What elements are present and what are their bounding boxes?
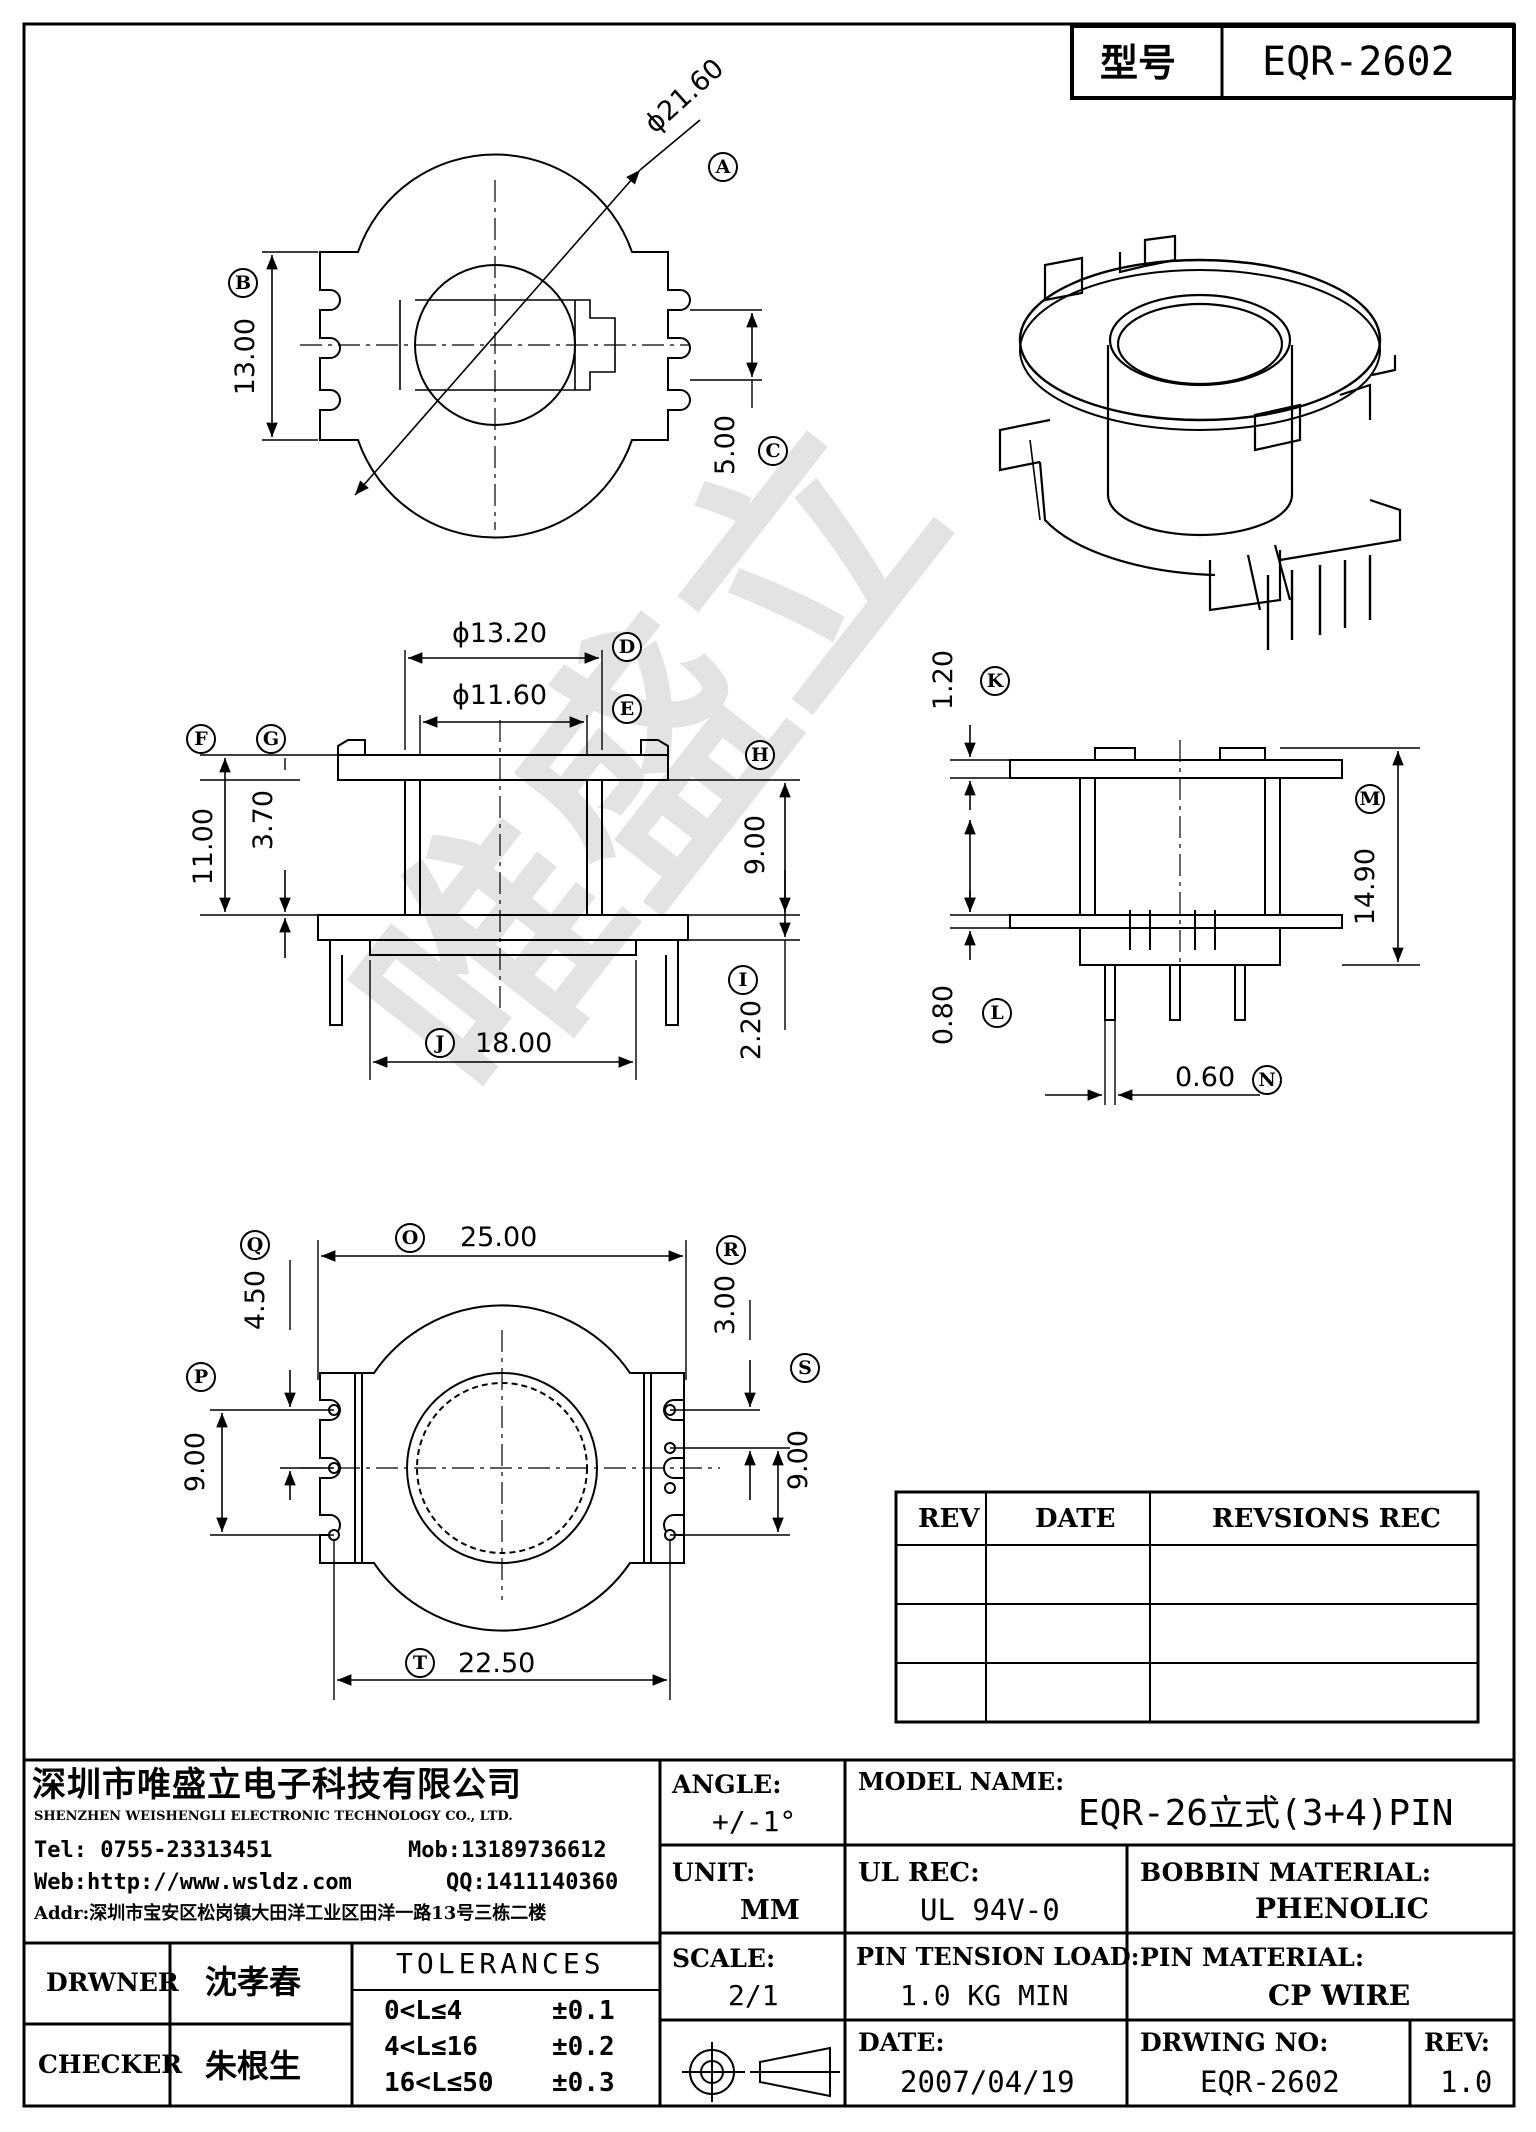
rev-value: 1.0	[1440, 2065, 1493, 2099]
company-qq: QQ:1411140360	[446, 1870, 619, 1895]
dim-r-bubble: R	[716, 1235, 746, 1265]
company-name-en: SHENZHEN WEISHENGLI ELECTRONIC TECHNOLOG…	[34, 1809, 513, 1824]
tol-val-2: ±0.2	[552, 2032, 615, 2062]
company-web: Web:http://www.wsldz.com	[34, 1870, 352, 1895]
ul-value: UL 94V-0	[920, 1893, 1060, 1927]
tension-label: PIN TENSION LOAD:	[856, 1942, 1140, 1971]
dim-b-value: 13.00	[230, 318, 261, 396]
bobbin-label: BOBBIN MATERIAL:	[1140, 1858, 1431, 1887]
revision-table-grid	[894, 1490, 1480, 1724]
dim-g-value: 3.70	[248, 790, 279, 851]
dim-h-bubble: H	[745, 740, 775, 770]
company-tel: Tel: 0755-23313451	[34, 1838, 273, 1863]
projection-symbol	[682, 2042, 840, 2102]
dim-n-bubble: N	[1252, 1065, 1282, 1095]
dim-h-value: 9.00	[740, 815, 771, 876]
ul-label: UL REC:	[858, 1858, 980, 1888]
dim-k-value: 1.20	[928, 650, 959, 711]
side-view	[950, 725, 1420, 1105]
model-name-value: EQR-26立式(3+4)PIN	[1078, 1793, 1454, 1834]
rev-header-rev: REV	[918, 1504, 980, 1534]
dim-l-value: 0.80	[928, 985, 959, 1046]
dim-s-bubble: S	[790, 1353, 820, 1383]
dim-o-value: 25.00	[460, 1222, 538, 1253]
dim-f-value: 11.00	[188, 808, 219, 886]
tol-range-3: 16<L≤50	[384, 2068, 494, 2098]
top-view	[262, 119, 762, 539]
front-view	[200, 650, 800, 1080]
dim-i-value: 2.20	[736, 1000, 767, 1061]
isometric-view	[998, 234, 1402, 650]
unit-label: UNIT:	[672, 1858, 756, 1887]
company-mob: Mob:13189736612	[408, 1838, 607, 1863]
dim-t-value: 22.50	[458, 1648, 536, 1679]
dim-n-value: 0.60	[1175, 1062, 1236, 1093]
model-label: 型号	[1100, 40, 1177, 85]
dim-c-bubble: C	[758, 436, 788, 466]
dim-d-bubble: D	[612, 632, 642, 662]
rev-label: REV:	[1424, 2028, 1490, 2057]
scale-value: 2/1	[728, 1979, 779, 2012]
dim-k-bubble: K	[980, 666, 1010, 696]
company-addr: Addr:深圳市宝安区松岗镇大田洋工业区田洋一路13号三栋二楼	[34, 1903, 547, 1924]
tol-range-1: 0<L≤4	[384, 1996, 463, 2026]
model-value: EQR-2602	[1262, 39, 1455, 85]
dim-j-bubble: J	[425, 1028, 455, 1058]
dim-a-bubble: A	[708, 152, 738, 182]
dim-p-bubble: P	[186, 1362, 216, 1392]
drwno-value: EQR-2602	[1200, 2065, 1340, 2099]
sheet-border	[22, 22, 1516, 2108]
dim-l-bubble: L	[982, 998, 1012, 1028]
tol-val-3: ±0.3	[552, 2068, 615, 2098]
drawer-label: DRWNER	[46, 1968, 179, 1997]
date-value: 2007/04/19	[900, 2065, 1075, 2099]
tol-val-1: ±0.1	[552, 1996, 615, 2026]
bobbin-value: PHENOLIC	[1255, 1892, 1429, 1925]
dim-c-value: 5.00	[710, 415, 741, 476]
drawer-name: 沈孝春	[205, 1963, 302, 2001]
dim-t-bubble: T	[405, 1648, 435, 1678]
scale-label: SCALE:	[672, 1944, 776, 1973]
dim-b-bubble: B	[228, 268, 258, 298]
tol-range-2: 4<L≤16	[384, 2032, 478, 2062]
pin-label: PIN MATERIAL:	[1140, 1943, 1365, 1972]
dim-i-bubble: I	[728, 965, 758, 995]
dim-s-value: 9.00	[783, 1430, 814, 1491]
model-box	[1070, 24, 1516, 100]
dim-f-bubble: F	[186, 724, 216, 754]
tension-value: 1.0 KG MIN	[900, 1979, 1069, 2012]
dim-e-value: ϕ11.60	[452, 680, 548, 711]
drwno-label: DRWING NO:	[1140, 2028, 1329, 2057]
checker-name: 朱根生	[205, 2047, 302, 2085]
rev-header-rec: REVSIONS REC	[1212, 1504, 1441, 1534]
dim-g-bubble: G	[256, 724, 286, 754]
dim-m-bubble: M	[1355, 784, 1385, 814]
dim-p-value: 9.00	[180, 1432, 211, 1493]
date-label: DATE:	[858, 2028, 945, 2057]
rev-header-date: DATE	[1035, 1504, 1116, 1534]
checker-label: CHECKER	[38, 2050, 183, 2079]
dim-q-bubble: Q	[240, 1230, 270, 1260]
dim-o-bubble: O	[395, 1223, 425, 1253]
dim-m-value: 14.90	[1350, 848, 1381, 926]
pin-value: CP WIRE	[1268, 1979, 1411, 2012]
dim-d-value: ϕ13.20	[452, 618, 548, 649]
dim-q-value: 4.50	[240, 1270, 271, 1331]
dim-j-value: 18.00	[475, 1028, 553, 1059]
dim-r-value: 3.00	[710, 1275, 741, 1336]
bottom-view	[210, 1240, 790, 1700]
model-name-label: MODEL NAME:	[858, 1767, 1065, 1796]
company-name-cn: 深圳市唯盛立电子科技有限公司	[32, 1765, 522, 1805]
angle-value: +/-1°	[712, 1805, 797, 1838]
tolerances-title: TOLERANCES	[396, 1947, 605, 1980]
angle-label: ANGLE:	[672, 1770, 782, 1799]
dim-e-bubble: E	[612, 694, 642, 724]
title-block-grid	[24, 1758, 1514, 2106]
unit-value: MM	[740, 1895, 800, 1926]
